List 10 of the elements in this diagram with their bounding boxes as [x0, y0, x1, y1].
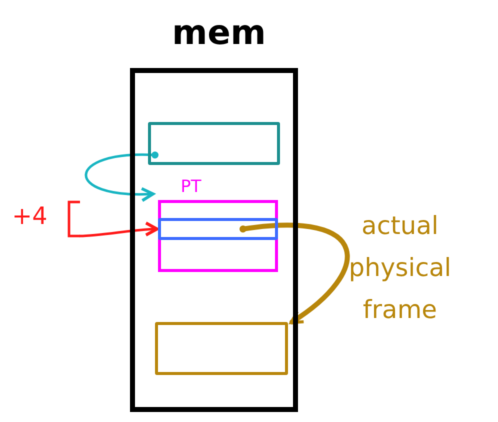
- offset-label: +4: [12, 202, 48, 230]
- arrow: [78, 222, 158, 238]
- arrow: [84, 152, 158, 202]
- physical-frame-box: [155, 322, 288, 375]
- heading: mem: [171, 13, 267, 53]
- page-table-entry: [158, 218, 278, 240]
- arrow: [240, 222, 350, 324]
- heading: PT: [180, 177, 202, 197]
- memory-block: [148, 122, 280, 165]
- edge-label: actual physical frame: [348, 210, 452, 326]
